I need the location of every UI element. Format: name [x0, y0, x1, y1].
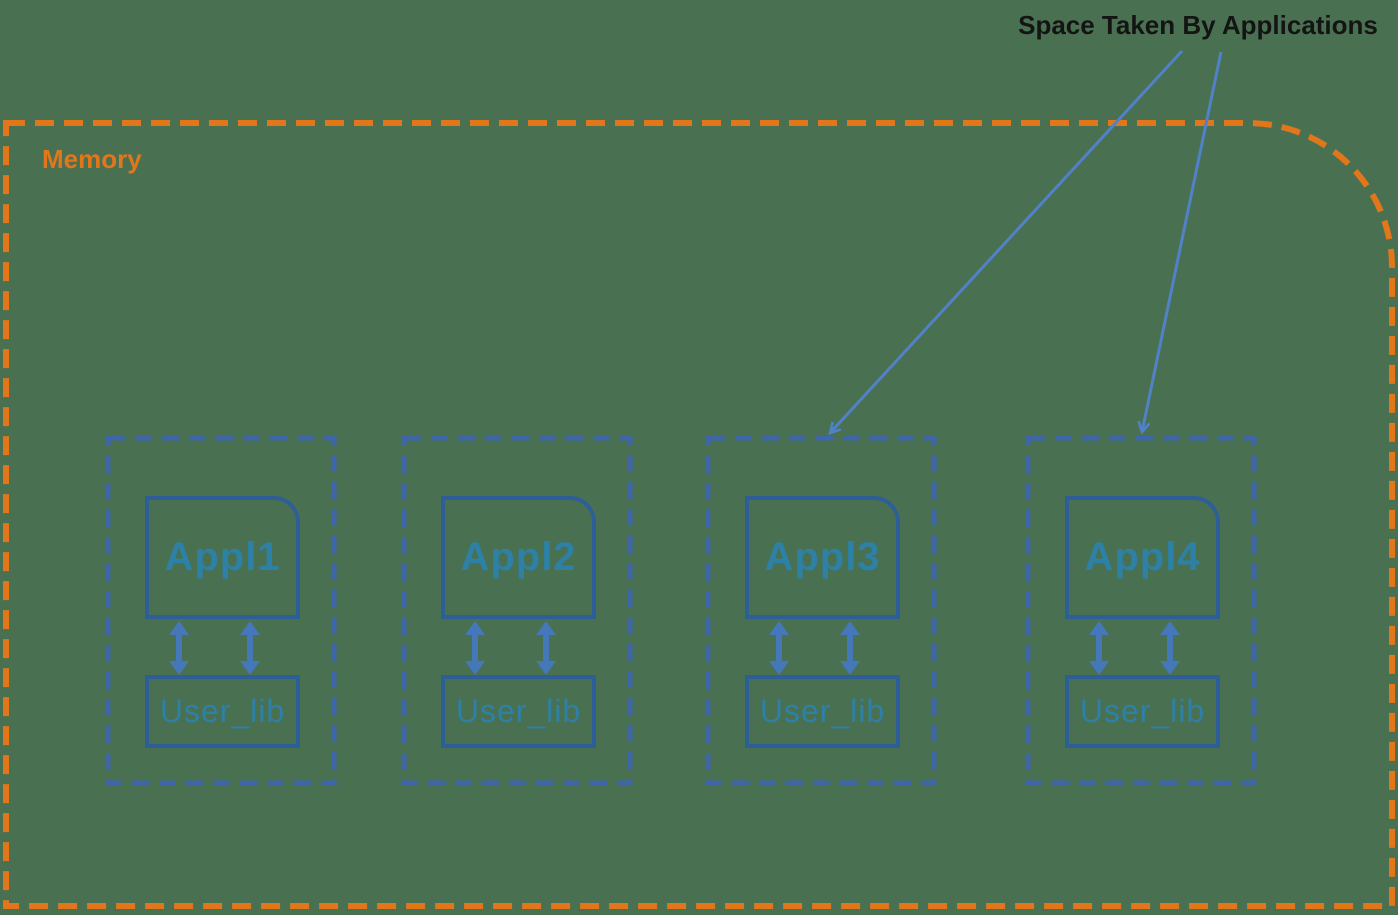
- memory-container-border: [3, 120, 1395, 909]
- user-lib-box-3: User_lib: [745, 675, 900, 748]
- appl2-box: Appl2: [441, 496, 596, 619]
- user-lib-label-3: User_lib: [759, 693, 886, 729]
- appl3-label: Appl3: [764, 535, 881, 579]
- annotation-arrow-to-appl3: [830, 49, 1184, 433]
- app-card-1: Appl1 User_lib: [108, 438, 334, 783]
- user-lib-box-1: User_lib: [145, 675, 300, 748]
- user-lib-box-4: User_lib: [1065, 675, 1220, 748]
- appl2-label: Appl2: [460, 535, 577, 579]
- user-lib-label-1: User_lib: [159, 693, 286, 729]
- user-lib-box-2: User_lib: [441, 675, 596, 748]
- annotation-arrow-to-appl4: [1142, 51, 1223, 432]
- appl1-box: Appl1: [145, 496, 300, 619]
- appl1-label: Appl1: [164, 535, 281, 579]
- app-card-4: Appl4 User_lib: [1028, 438, 1254, 783]
- appl4-box: Appl4: [1065, 496, 1220, 619]
- appl3-box: Appl3: [745, 496, 900, 619]
- user-lib-label-2: User_lib: [455, 693, 582, 729]
- annotation-title: Space Taken By Applications: [1018, 10, 1378, 40]
- app-card-2: Appl2 User_lib: [404, 438, 630, 783]
- app-card-3: Appl3 User_lib: [708, 438, 934, 783]
- user-lib-label-4: User_lib: [1079, 693, 1206, 729]
- appl4-label: Appl4: [1084, 535, 1201, 579]
- memory-label: Memory: [42, 144, 142, 174]
